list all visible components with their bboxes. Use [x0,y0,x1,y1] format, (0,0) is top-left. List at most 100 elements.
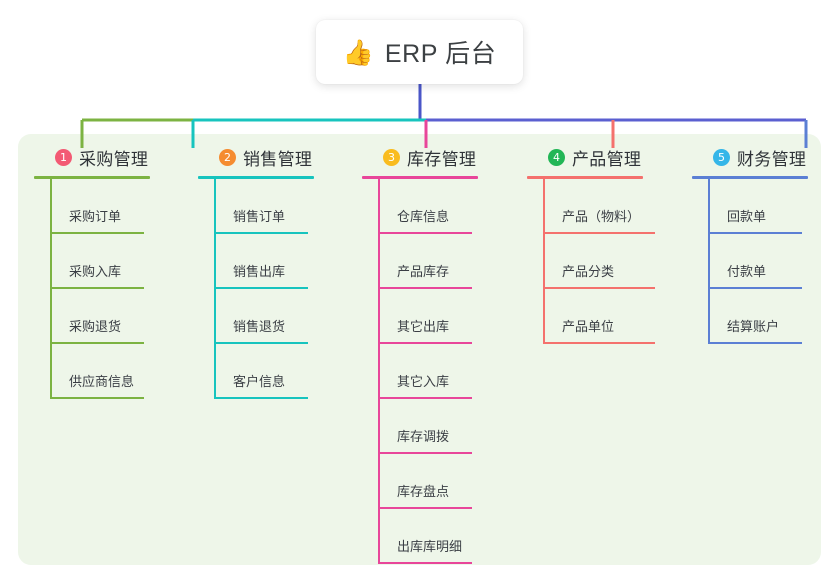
branch-title-5: 财务管理 [737,149,807,169]
branch-title-3: 库存管理 [407,149,477,169]
branch-header-2[interactable]: 2 销售管理 [198,145,314,169]
leaf-underline [708,287,802,289]
branch-column-1: 1 采购管理采购订单采购入库采购退货供应商信息 [34,145,150,399]
leaf-underline [378,562,472,564]
branch-badge-3: 3 [383,148,400,166]
leaf-label: 仓库信息 [397,209,450,224]
leaf-item[interactable]: 销售退货 [214,289,314,344]
branch-spine-4 [543,179,545,344]
leaf-underline [378,342,472,344]
leaf-underline [214,397,308,399]
leaf-label: 其它入库 [397,374,450,389]
leaf-item[interactable]: 销售订单 [214,179,314,234]
leaf-underline [378,397,472,399]
leaf-underline [50,232,144,234]
leaf-underline [50,397,144,399]
leaf-item[interactable]: 采购订单 [50,179,150,234]
branch-spine-1 [50,179,52,399]
leaf-item[interactable]: 其它出库 [378,289,478,344]
leaf-underline [543,342,655,344]
leaf-underline [378,232,472,234]
leaf-label: 出库库明细 [397,539,463,554]
branch-title-1: 采购管理 [79,149,149,169]
leaf-item[interactable]: 销售出库 [214,234,314,289]
leaf-item[interactable]: 付款单 [708,234,808,289]
leaf-underline [708,342,802,344]
branch-items-5: 回款单付款单结算账户 [692,179,808,344]
leaf-item[interactable]: 采购退货 [50,289,150,344]
leaf-underline [708,232,802,234]
leaf-item[interactable]: 结算账户 [708,289,808,344]
branch-badge-1: 1 [55,148,72,166]
leaf-label: 产品单位 [562,319,615,334]
branch-header-3[interactable]: 3 库存管理 [362,145,478,169]
leaf-label: 结算账户 [727,319,780,334]
branch-title-2: 销售管理 [243,149,313,169]
leaf-item[interactable]: 回款单 [708,179,808,234]
leaf-item[interactable]: 供应商信息 [50,344,150,399]
leaf-label: 销售退货 [233,319,286,334]
branch-badge-5: 5 [713,148,730,166]
leaf-underline [214,342,308,344]
branch-column-2: 2 销售管理销售订单销售出库销售退货客户信息 [198,145,314,399]
branch-column-4: 4 产品管理产品（物料） 产品分类产品单位 [527,145,655,344]
leaf-label: 采购退货 [69,319,122,334]
leaf-item[interactable]: 产品库存 [378,234,478,289]
leaf-underline [378,287,472,289]
leaf-underline [214,232,308,234]
branch-underline-5 [692,176,808,179]
leaf-label: 产品库存 [397,264,450,279]
leaf-underline [378,507,472,509]
leaf-underline [214,287,308,289]
branch-underline-4 [527,176,643,179]
leaf-label: 其它出库 [397,319,450,334]
branches-panel [18,134,821,565]
leaf-item[interactable]: 库存盘点 [378,454,478,509]
branch-header-4[interactable]: 4 产品管理 [527,145,643,169]
leaf-label: 销售订单 [233,209,286,224]
branch-items-3: 仓库信息产品库存其它出库其它入库库存调拨库存盘点出库库明细 [362,179,478,564]
branch-badge-2: 2 [219,148,236,166]
root-title: ERP 后台 [384,40,497,68]
leaf-label: 库存盘点 [397,484,450,499]
branch-column-3: 3 库存管理仓库信息产品库存其它出库其它入库库存调拨库存盘点出库库明细 [362,145,478,564]
leaf-item[interactable]: 采购入库 [50,234,150,289]
branch-underline-2 [198,176,314,179]
leaf-label: 采购入库 [69,264,122,279]
leaf-underline [543,232,655,234]
branch-underline-3 [362,176,478,179]
leaf-item[interactable]: 产品分类 [543,234,655,289]
branch-spine-3 [378,179,380,564]
leaf-label: 供应商信息 [69,374,135,389]
leaf-item[interactable]: 库存调拨 [378,399,478,454]
leaf-item[interactable]: 客户信息 [214,344,314,399]
leaf-underline [543,287,655,289]
branch-title-4: 产品管理 [572,149,642,169]
branch-header-5[interactable]: 5 财务管理 [692,145,808,169]
leaf-item[interactable]: 产品单位 [543,289,655,344]
leaf-item[interactable]: 出库库明细 [378,509,478,564]
branch-spine-2 [214,179,216,399]
leaf-underline [378,452,472,454]
leaf-label: 客户信息 [233,374,286,389]
branch-items-4: 产品（物料） 产品分类产品单位 [527,179,655,344]
branch-items-2: 销售订单销售出库销售退货客户信息 [198,179,314,399]
leaf-item[interactable]: 其它入库 [378,344,478,399]
leaf-item[interactable]: 产品（物料） [543,179,655,234]
leaf-label: 库存调拨 [397,429,450,444]
leaf-underline [50,287,144,289]
leaf-label: 产品（物料） [562,209,641,224]
thumbs-up-icon: 👍 [342,38,374,67]
leaf-label: 销售出库 [233,264,286,279]
root-node[interactable]: 👍 ERP 后台 [316,20,523,84]
branch-badge-4: 4 [548,148,565,166]
branch-header-1[interactable]: 1 采购管理 [34,145,150,169]
leaf-label: 产品分类 [562,264,615,279]
branch-underline-1 [34,176,150,179]
leaf-label: 付款单 [727,264,767,279]
branch-items-1: 采购订单采购入库采购退货供应商信息 [34,179,150,399]
leaf-item[interactable]: 仓库信息 [378,179,478,234]
leaf-label: 回款单 [727,209,767,224]
leaf-underline [50,342,144,344]
